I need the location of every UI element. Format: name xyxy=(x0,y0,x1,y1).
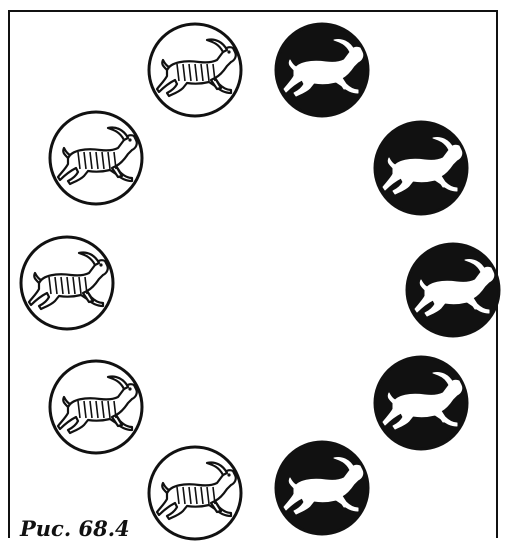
white-goat-medallion xyxy=(50,361,142,453)
black-goat-medallion xyxy=(375,122,467,214)
white-goat-medallion xyxy=(149,447,241,539)
figure-caption: Рис. 68.4 xyxy=(20,516,134,541)
white-goat-medallion xyxy=(50,112,142,204)
white-goat-medallion xyxy=(149,24,241,116)
black-goat-medallion xyxy=(375,357,467,449)
black-goat-medallion xyxy=(276,24,368,116)
black-goat-medallion xyxy=(407,244,499,336)
black-goat-medallion xyxy=(276,442,368,534)
white-goat-medallion xyxy=(21,237,113,329)
